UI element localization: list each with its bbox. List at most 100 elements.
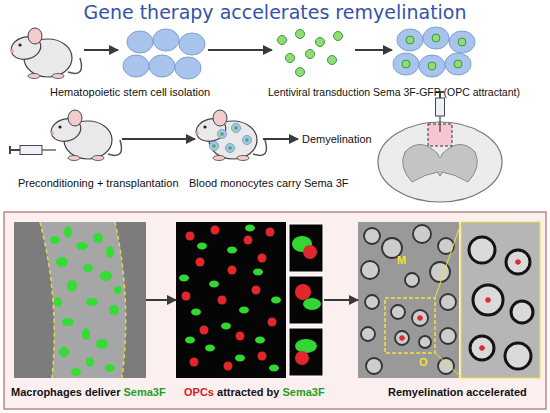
- figure-panel: Hematopoietic stem cell isolation: [8, 22, 208, 80]
- mouse: [9, 28, 82, 79]
- asterisk-mark: [515, 259, 521, 265]
- axon: [438, 358, 454, 374]
- virus-particle: [306, 50, 315, 59]
- stem-cell: [393, 53, 419, 75]
- caption: Demyelination: [302, 132, 392, 146]
- green-cell: [209, 281, 219, 288]
- mouse: [49, 110, 122, 161]
- green-cell: [245, 225, 255, 232]
- asterisk-mark: [479, 345, 485, 351]
- stem-cell: [149, 55, 175, 77]
- red-cell: [200, 326, 209, 335]
- lesion-band: [40, 222, 126, 378]
- axon: [365, 295, 379, 309]
- figure-panel: Macrophages deliverSema3F: [14, 222, 146, 378]
- asterisk-mark: [485, 297, 491, 303]
- green-cell: [295, 339, 317, 353]
- flow-arrow: [146, 299, 176, 301]
- syringe-barrel: [20, 146, 42, 155]
- figure-panel: OPCsattracted bySema3F: [176, 222, 324, 378]
- axon: [412, 310, 428, 326]
- stem-cells: [123, 29, 205, 79]
- syringe-needle: [42, 149, 56, 150]
- green-cell: [67, 280, 77, 292]
- red-cell: [244, 236, 253, 245]
- gfp-dot: [432, 34, 440, 42]
- axon: [366, 358, 382, 374]
- image-label: M: [397, 254, 406, 266]
- flow-arrow: [324, 299, 358, 301]
- caption-text: Blood monocytes carry Sema 3F: [189, 177, 349, 189]
- stem-cell: [153, 29, 179, 51]
- red-cell: [258, 254, 267, 263]
- virus-particle: [286, 54, 295, 63]
- stem-cell: [397, 29, 423, 51]
- green-cell: [269, 365, 279, 372]
- gfp-dot: [428, 62, 436, 70]
- red-cell: [186, 232, 195, 241]
- blood-monocytes: [210, 124, 252, 153]
- spinal-cord: [378, 92, 502, 202]
- flow-arrow: [122, 138, 195, 140]
- red-cell: [211, 226, 220, 235]
- axon: [395, 331, 409, 345]
- figure-panel: Remyelination accelerated: [358, 222, 540, 378]
- caption-text: Preconditioning + transplantation: [18, 177, 179, 189]
- green-cell: [191, 309, 201, 316]
- stem-cell: [127, 31, 153, 53]
- virus-particle: [278, 36, 287, 45]
- caption-text: Remyelination accelerated: [388, 386, 527, 398]
- axon: [430, 262, 450, 282]
- green-cell: [255, 337, 265, 344]
- green-cell: [221, 323, 231, 330]
- green-cell: [59, 347, 69, 357]
- caption-text: Demyelination: [302, 133, 372, 145]
- zoom-line: [435, 353, 461, 377]
- axon: [364, 228, 380, 244]
- monocyte: [210, 142, 219, 151]
- asterisk-mark: [399, 335, 405, 341]
- axon: [405, 273, 419, 287]
- green-cell: [109, 305, 119, 315]
- red-cell: [295, 284, 311, 300]
- syringe-plunger: [9, 146, 11, 154]
- red-cell: [295, 351, 309, 365]
- diagram-title: Gene therapy accelerates remyelination: [0, 0, 550, 24]
- red-cell: [182, 292, 191, 301]
- myelinated-axons: [469, 237, 533, 369]
- red-cell: [196, 258, 205, 267]
- inset-background: [289, 328, 323, 376]
- green-cell: [105, 364, 115, 372]
- step-arrow: [84, 49, 118, 51]
- green-cell: [62, 318, 74, 326]
- myelinated-axon: [473, 285, 503, 315]
- myelinated-axon: [469, 237, 495, 263]
- red-cell: [266, 228, 275, 237]
- green-cell: [93, 233, 103, 243]
- zoom-line: [435, 223, 461, 298]
- myelinated-axon: [511, 301, 533, 323]
- myelinated-axon: [506, 250, 530, 274]
- lesion-border: [115, 222, 126, 378]
- figure-panel: Blood monocytes carry Sema 3F: [195, 104, 263, 168]
- myelinated-axon: [505, 343, 531, 369]
- caption-text: attracted by: [217, 386, 279, 398]
- gfp-dot: [228, 146, 232, 150]
- green-cell: [82, 328, 90, 340]
- axon: [361, 261, 379, 279]
- caption-text: Macrophages deliver: [11, 386, 120, 398]
- stem-cell: [179, 33, 205, 55]
- virus-particle: [334, 32, 343, 41]
- grey-matter: [403, 144, 478, 182]
- inset-images: [289, 224, 323, 376]
- green-cells: [179, 225, 281, 372]
- caption: Remyelination accelerated: [388, 385, 550, 399]
- green-cell: [179, 275, 189, 282]
- caption-text: Lentiviral transduction Sema 3F-GFP (OPC…: [268, 86, 520, 98]
- image-label: O: [419, 356, 428, 368]
- electron-micrograph-zoom: [461, 222, 540, 378]
- macrophage-micrograph: [14, 222, 146, 378]
- stem-cell: [175, 57, 201, 79]
- virus-particle: [316, 38, 325, 47]
